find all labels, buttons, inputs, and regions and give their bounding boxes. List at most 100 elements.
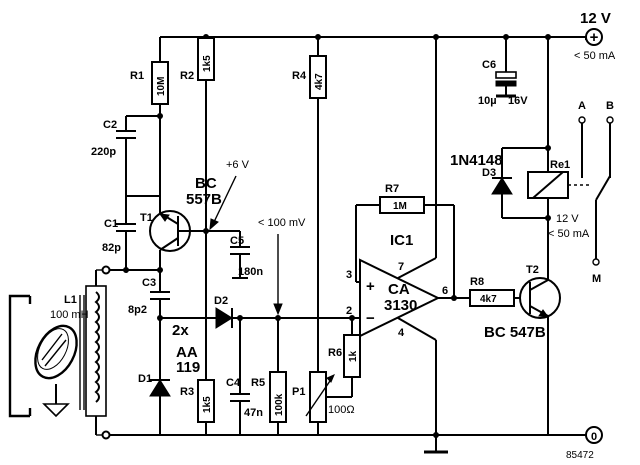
supply-terminal: + 12 V < 50 mA — [574, 10, 616, 62]
transistor-t2: T2 BC 547B — [484, 264, 561, 435]
d3-type: 1N4148 — [450, 152, 503, 169]
c5-ref: C5 — [230, 235, 244, 247]
l1-terminal-top — [101, 265, 111, 275]
c5-value: 180n — [238, 266, 263, 278]
resistor-r4: 4k7 R4 — [292, 55, 327, 99]
r3-value: 1k5 — [202, 396, 213, 413]
t2-ref: T2 — [526, 264, 539, 276]
r1-ref: R1 — [130, 70, 144, 82]
l1-ref: L1 — [64, 294, 77, 306]
capacitor-c5: C5 180n — [230, 235, 263, 278]
l1-terminal-bottom — [101, 430, 111, 440]
r6-value: 1k — [348, 350, 359, 362]
c4-ref: C4 — [226, 377, 241, 389]
r2-value: 1k5 — [202, 55, 213, 72]
r6-ref: R6 — [328, 347, 342, 359]
diode-d3: D3 1N4148 — [450, 152, 513, 195]
r5-ref: R5 — [251, 377, 265, 389]
d2-ref: D2 — [214, 295, 228, 307]
r3-ref: R3 — [180, 386, 194, 398]
supply-rail — [160, 36, 587, 40]
pin-3: 3 — [346, 269, 352, 281]
r1-value: 10M — [156, 77, 167, 96]
diode-type-label: 2x AA 119 — [172, 322, 200, 376]
ic1-ref: IC1 — [390, 232, 413, 249]
c4-value: 47n — [244, 407, 263, 419]
ground-symbol: 0 — [591, 431, 597, 443]
capacitor-c2: C2 220p — [91, 119, 136, 158]
d1-ref: D1 — [138, 373, 152, 385]
re1-ref: Re1 — [550, 159, 570, 171]
supply-plus-symbol: + — [590, 29, 599, 46]
supply-current-label: < 50 mA — [574, 50, 616, 62]
d3-ref: D3 — [482, 167, 496, 179]
c1-ref: C1 — [104, 218, 118, 230]
re1-current: < 50 mA — [548, 228, 590, 240]
voltage-annotation-6v: +6 V — [209, 159, 250, 231]
potentiometer-p1: P1 100Ω — [292, 371, 355, 423]
ic1-plus: + — [366, 278, 375, 295]
supply-voltage-label: 12 V — [580, 10, 611, 27]
opamp-ic1: + − CA 3130 IC1 3 2 7 4 6 — [346, 232, 448, 339]
inductor-l1: L1 100 mH — [50, 270, 107, 435]
pin-4: 4 — [398, 327, 405, 339]
contact-b-label: B — [606, 100, 614, 112]
c1-value: 82p — [102, 242, 121, 254]
capacitor-c1: C1 82p — [102, 218, 136, 254]
p1-value: 100Ω — [328, 404, 355, 416]
voltage-annotation-100mv: < 100 mV — [258, 217, 306, 316]
capacitor-c4: C4 47n — [226, 377, 263, 419]
figure-number: 85472 — [566, 450, 594, 461]
diode-count: 2x — [172, 322, 189, 339]
contact-m-label: M — [592, 273, 601, 285]
contact-a-label: A — [578, 100, 586, 112]
c3-value: 8p2 — [128, 304, 147, 316]
c6-voltage: 16V — [508, 95, 528, 107]
resistor-r3: 1k5 R3 — [180, 379, 215, 423]
pin-2: 2 — [346, 305, 352, 317]
ic1-line1: CA — [388, 281, 410, 298]
resistor-r8: 4k7 R8 — [469, 276, 515, 307]
c3-ref: C3 — [142, 277, 156, 289]
earth-ground-icon — [42, 384, 70, 418]
t1-type-line2: 557B — [186, 191, 222, 208]
relay-re1: Re1 12 V < 50 mA — [527, 159, 590, 240]
diode-d1: D1 — [138, 373, 171, 397]
diode-type-line2: 119 — [176, 359, 200, 376]
resistor-r1: 10M R1 — [130, 61, 169, 105]
c2-value: 220p — [91, 146, 116, 158]
diode-type-line1: AA — [176, 344, 198, 361]
c6-value: 10µ — [478, 95, 497, 107]
diode-d2: D2 — [214, 295, 233, 329]
t2-type: BC 547B — [484, 324, 546, 341]
pin-7: 7 — [398, 261, 404, 273]
t1-ref: T1 — [140, 212, 153, 224]
r2-ref: R2 — [180, 70, 194, 82]
capacitor-c3: C3 8p2 — [128, 277, 170, 316]
r4-ref: R4 — [292, 70, 307, 82]
r4-value: 4k7 — [314, 73, 325, 90]
c6-ref: C6 — [482, 59, 496, 71]
resistor-r2: 1k5 R2 — [180, 37, 215, 82]
r8-ref: R8 — [470, 276, 484, 288]
r8-value: 4k7 — [480, 294, 497, 305]
l1-value: 100 mH — [50, 309, 89, 321]
ground-terminal: 0 — [585, 426, 603, 444]
pin-6: 6 — [442, 285, 448, 297]
coin-icon — [34, 324, 78, 380]
ic1-minus: − — [366, 310, 375, 327]
search-coil-bracket — [8, 294, 32, 418]
c2-ref: C2 — [103, 119, 117, 131]
v6-label: +6 V — [226, 159, 250, 171]
p1-ref: P1 — [292, 386, 305, 398]
transistor-t1: T1 BC 557B — [140, 175, 222, 268]
re1-voltage: 12 V — [556, 213, 579, 225]
r7-ref: R7 — [385, 183, 399, 195]
v100m-label: < 100 mV — [258, 217, 306, 229]
relay-contacts: A B M — [568, 100, 614, 285]
r7-value: 1M — [393, 201, 407, 212]
r5-value: 100k — [274, 393, 285, 416]
ic1-line2: 3130 — [384, 297, 417, 314]
resistor-r6: 1k R6 — [328, 334, 361, 378]
